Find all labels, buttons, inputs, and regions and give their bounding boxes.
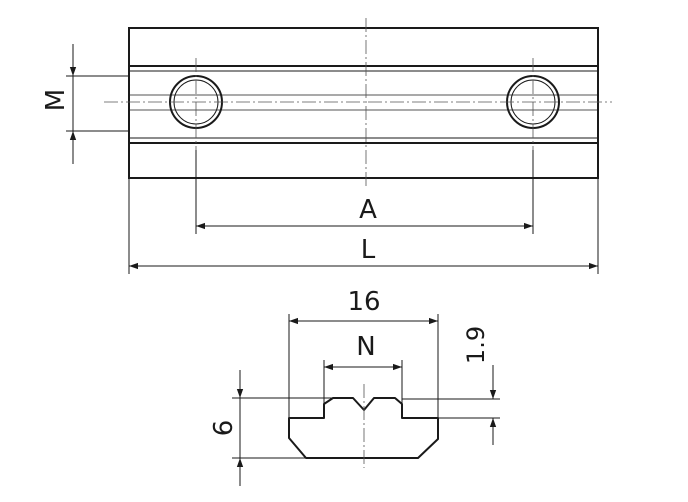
height-label: 6 [209,420,239,437]
m-label: M [41,89,71,111]
a-dimension [195,150,534,234]
slot-height-label: 1.9 [462,326,490,364]
n-dimension [323,360,403,404]
width-dimension [288,314,439,418]
profile-outline [288,397,439,459]
height-dimension [232,370,333,486]
width-label: 16 [347,287,380,317]
m-dimension [66,44,129,164]
section-view [288,397,439,459]
slot-height-dimension [402,365,500,445]
top-view [128,27,599,179]
l-dimension [128,178,599,274]
body-outline [128,27,599,179]
l-label: L [361,235,376,265]
n-label: N [356,332,375,362]
a-label: A [359,195,377,225]
top-center-lines [104,18,612,188]
